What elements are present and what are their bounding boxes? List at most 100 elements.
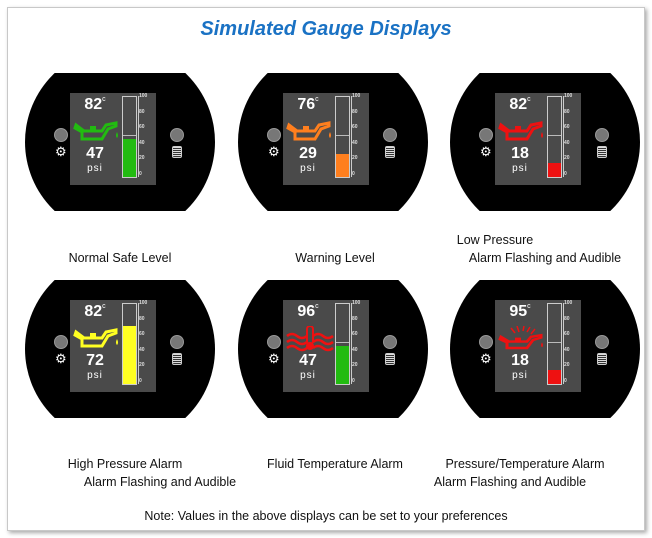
scale-tick-label: 80 (139, 315, 145, 322)
pressure-bar (122, 303, 137, 385)
scale-tick-label: 0 (564, 378, 567, 384)
temperature-readout: 82c (509, 96, 531, 113)
scale-tick-label: 60 (352, 331, 358, 338)
right-button[interactable] (170, 128, 184, 142)
gear-icon[interactable]: ⚙ (268, 351, 280, 366)
pressure-unit: psi (300, 163, 316, 174)
left-button[interactable] (54, 128, 68, 142)
gauge-caption: Pressure/Temperature Alarm (445, 457, 605, 471)
scale-line (351, 96, 352, 177)
scale-tick-label: 80 (352, 108, 358, 115)
pressure-unit: psi (300, 370, 316, 381)
pressure-bar (547, 96, 562, 178)
gauge-caption: Warning Level (295, 251, 375, 265)
pressure-readout: 72 (86, 352, 104, 369)
menu-icon[interactable] (172, 353, 182, 365)
right-button[interactable] (383, 335, 397, 349)
left-button[interactable] (267, 335, 281, 349)
gear-icon[interactable]: ⚙ (480, 144, 492, 159)
gauge-caption: Normal Safe Level (68, 251, 172, 265)
pressure-readout: 47 (299, 352, 317, 369)
pressure-unit: psi (87, 163, 103, 174)
scale-tick-label: 40 (139, 346, 145, 353)
scale-tick-label: 0 (352, 171, 355, 177)
pressure-readout: 18 (511, 145, 529, 162)
gear-icon[interactable]: ⚙ (55, 351, 67, 366)
left-button[interactable] (267, 128, 281, 142)
scale-tick-label: 20 (352, 155, 358, 162)
menu-icon[interactable] (385, 146, 395, 158)
scale-tick-label: 20 (139, 362, 145, 369)
oil-can-icon (72, 119, 122, 147)
temperature-readout: 76c (297, 96, 319, 113)
scale-tick-label: 0 (564, 171, 567, 177)
pressure-bar-fill (548, 369, 561, 384)
menu-icon[interactable] (597, 353, 607, 365)
temperature-readout: 82c (84, 96, 106, 113)
menu-icon[interactable] (385, 353, 395, 365)
scale-tick-label: 40 (139, 139, 145, 146)
scale-tick-label: 60 (564, 124, 570, 131)
scale-tick-label: 80 (564, 315, 570, 322)
pressure-bar (122, 96, 137, 178)
pressure-bar (547, 303, 562, 385)
oil-can-icon (497, 119, 547, 147)
gear-icon[interactable]: ⚙ (268, 144, 280, 159)
gauge-caption: High Pressure Alarm (67, 457, 183, 471)
scale-tick-label: 80 (139, 108, 145, 115)
scale-tick-label: 40 (564, 139, 570, 146)
scale-tick-label: 20 (139, 155, 145, 162)
gauge-caption: Alarm Flashing and Audible (83, 475, 237, 489)
coolant-temperature-icon (285, 325, 335, 354)
gauge-caption: Alarm Flashing and Audible (468, 251, 622, 265)
temperature-readout: 95c (509, 303, 531, 320)
gear-icon[interactable]: ⚙ (55, 144, 67, 159)
scale-tick-label: 40 (564, 346, 570, 353)
scale-tick-label: 60 (139, 124, 145, 131)
menu-icon[interactable] (172, 146, 182, 158)
pressure-unit: psi (512, 370, 528, 381)
scale-tick-label: 60 (352, 124, 358, 131)
right-button[interactable] (383, 128, 397, 142)
menu-icon[interactable] (597, 146, 607, 158)
scale-tick-label: 0 (139, 171, 142, 177)
left-button[interactable] (54, 335, 68, 349)
scale-tick-label: 100 (139, 300, 148, 306)
scale-line (563, 303, 564, 384)
scale-tick-label: 60 (564, 331, 570, 338)
scale-line (138, 96, 139, 177)
scale-tick-label: 80 (564, 108, 570, 115)
page-title: Simulated Gauge Displays (200, 18, 452, 40)
gear-icon[interactable]: ⚙ (480, 351, 492, 366)
gauge-caption: Fluid Temperature Alarm (267, 457, 403, 471)
scale-tick-label: 100 (564, 300, 573, 306)
right-button[interactable] (595, 128, 609, 142)
pressure-readout: 29 (299, 145, 317, 162)
note-text: Note: Values in the above displays can b… (144, 509, 508, 523)
pressure-bar (335, 96, 350, 178)
scale-line (563, 96, 564, 177)
pressure-readout: 47 (86, 145, 104, 162)
right-button[interactable] (595, 335, 609, 349)
gauge-caption: Low Pressure (456, 233, 534, 247)
pressure-bar-fill (548, 162, 561, 177)
scale-tick-label: 20 (564, 155, 570, 162)
left-button[interactable] (479, 128, 493, 142)
scale-line (351, 303, 352, 384)
pressure-unit: psi (512, 163, 528, 174)
temperature-readout: 96c (297, 303, 319, 320)
right-button[interactable] (170, 335, 184, 349)
left-button[interactable] (479, 335, 493, 349)
pressure-bar-fill (123, 139, 136, 177)
